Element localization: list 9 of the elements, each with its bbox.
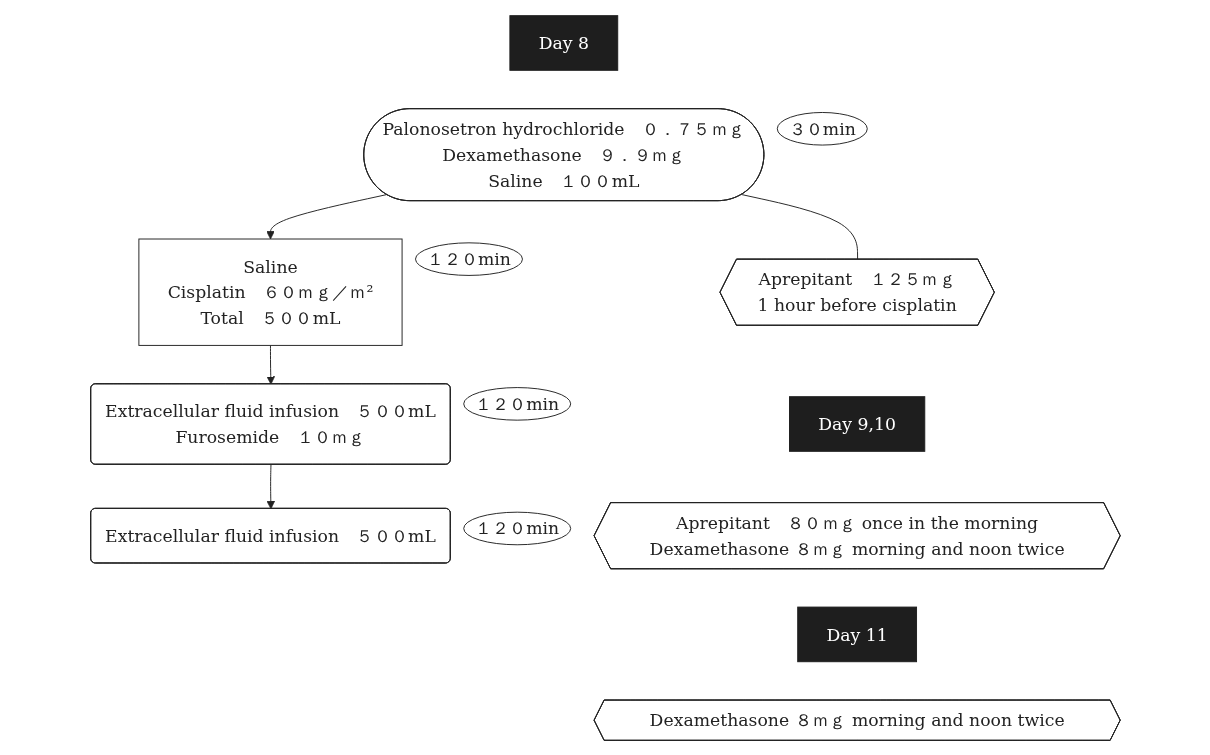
node-box: Day 9,10 [788,395,925,452]
duration-label: １２０min [462,386,571,421]
node-box: Day 8 [508,14,618,71]
duration-label: １２０min [462,511,571,545]
node-box: Day 11 [796,606,917,662]
duration-label: １２０min [414,241,523,276]
connector [741,193,858,260]
duration-label: ３０min [776,111,868,146]
node-box: Saline Cisplatin ６０ｍｇ／ｍ² Total ５００mL [137,238,403,346]
